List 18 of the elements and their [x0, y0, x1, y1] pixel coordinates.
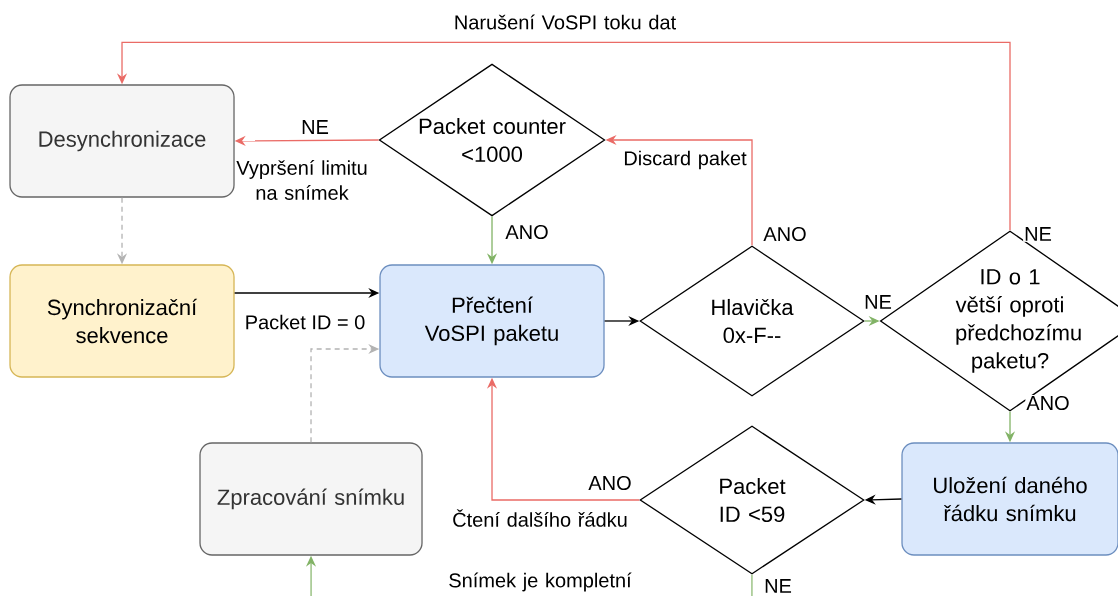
edge-label: ANO	[587, 474, 633, 492]
process-box: Uložení daného řádku snímku	[901, 442, 1118, 556]
edge-label: NE	[763, 578, 793, 594]
process-box: Synchronizační sekvence	[9, 264, 235, 378]
note-label: Narušení VoSPI toku dat	[455, 14, 676, 30]
edge-label: NE	[1023, 226, 1053, 242]
edge-label: ANO	[504, 223, 550, 241]
edge-label: ANO	[762, 225, 808, 243]
note-label: Snímek je kompletní	[449, 572, 632, 592]
note-label: Discard paket	[624, 150, 747, 170]
process-box: Zpracování snímku	[199, 442, 423, 556]
note-label: Vypršení limitu na snímek	[236, 160, 367, 200]
note-label: Čtení dalšího řádku	[453, 509, 627, 527]
edge-label: Packet ID = 0	[243, 313, 367, 331]
edge-label: ANO	[1025, 394, 1071, 412]
process-box: Desynchronizace	[9, 84, 235, 198]
edge-label: NE	[300, 119, 330, 135]
process-box: Přečtení VoSPI paketu	[379, 264, 605, 378]
